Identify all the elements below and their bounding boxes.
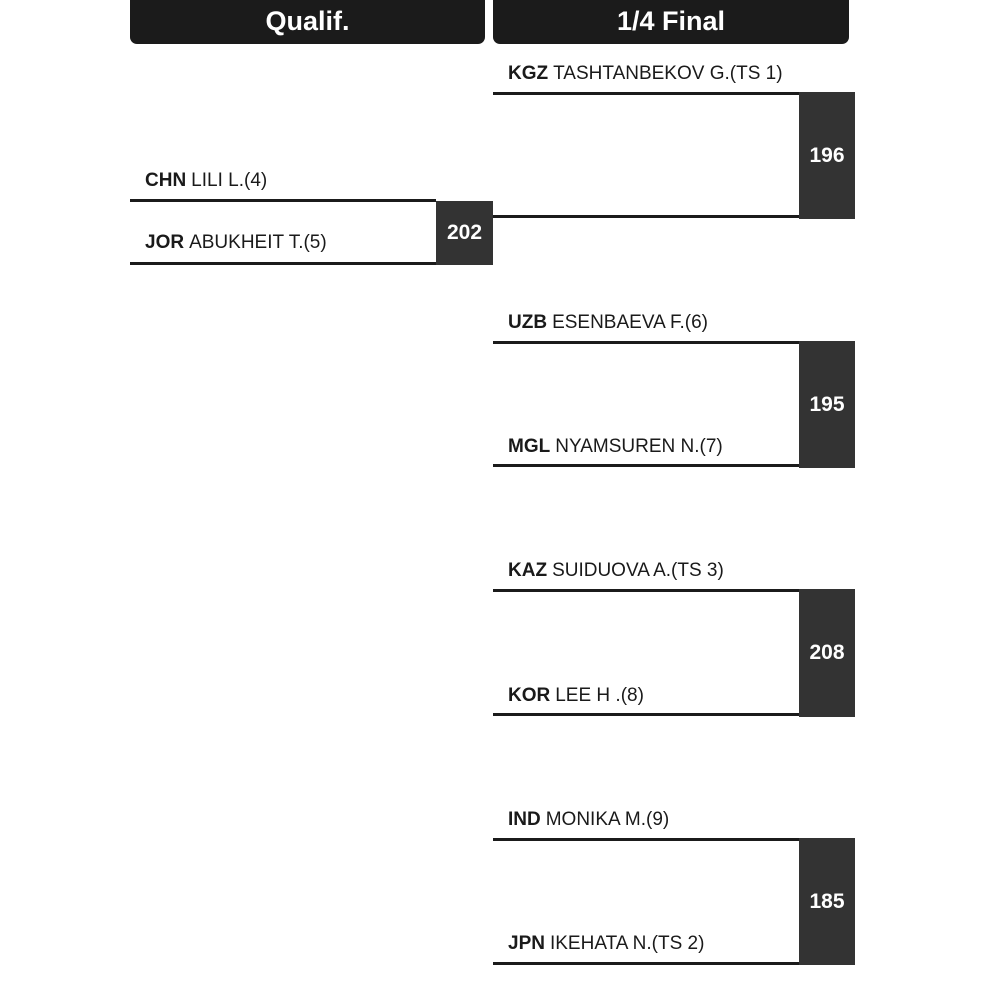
bracket-line: [493, 92, 799, 95]
round-header-qualif: Qualif.: [130, 0, 485, 44]
bracket-line: [493, 464, 799, 467]
bracket-line: [493, 962, 799, 965]
bracket-line: [130, 262, 436, 265]
nation-code: MGL: [508, 436, 551, 457]
athlete-name: MONIKA M.(9): [545, 809, 670, 830]
connector-line: [493, 215, 799, 218]
score-box: 202: [436, 201, 493, 265]
score-box: 185: [799, 838, 855, 965]
athlete-name: TASHTANBEKOV G.(TS 1): [553, 63, 783, 84]
bracket-line: [493, 589, 799, 592]
score-box: 208: [799, 589, 855, 717]
nation-code: JPN: [508, 933, 545, 954]
bracket-line: [493, 838, 799, 841]
nation-code: UZB: [508, 312, 548, 333]
nation-code: CHN: [145, 170, 187, 191]
athlete-name: IKEHATA N.(TS 2): [549, 933, 705, 954]
athlete-name: SUIDUOVA A.(TS 3): [552, 560, 724, 581]
bracket-line: [130, 199, 436, 202]
score-box: 195: [799, 341, 855, 468]
nation-code: KAZ: [508, 560, 548, 581]
athlete-name: LEE H .(8): [555, 685, 644, 706]
nation-code: IND: [508, 809, 541, 830]
athlete-name: LILI L.(4): [191, 170, 268, 191]
nation-code: KGZ: [508, 63, 549, 84]
bracket-line: [493, 713, 799, 716]
round-header-quarter-final: 1/4 Final: [493, 0, 849, 44]
athlete-name: ABUKHEIT T.(5): [189, 232, 327, 253]
bracket-line: [493, 341, 799, 344]
nation-code: JOR: [145, 232, 185, 253]
athlete-name: ESENBAEVA F.(6): [552, 312, 708, 333]
score-box: 196: [799, 92, 855, 219]
nation-code: KOR: [508, 685, 551, 706]
athlete-name: NYAMSUREN N.(7): [555, 436, 723, 457]
